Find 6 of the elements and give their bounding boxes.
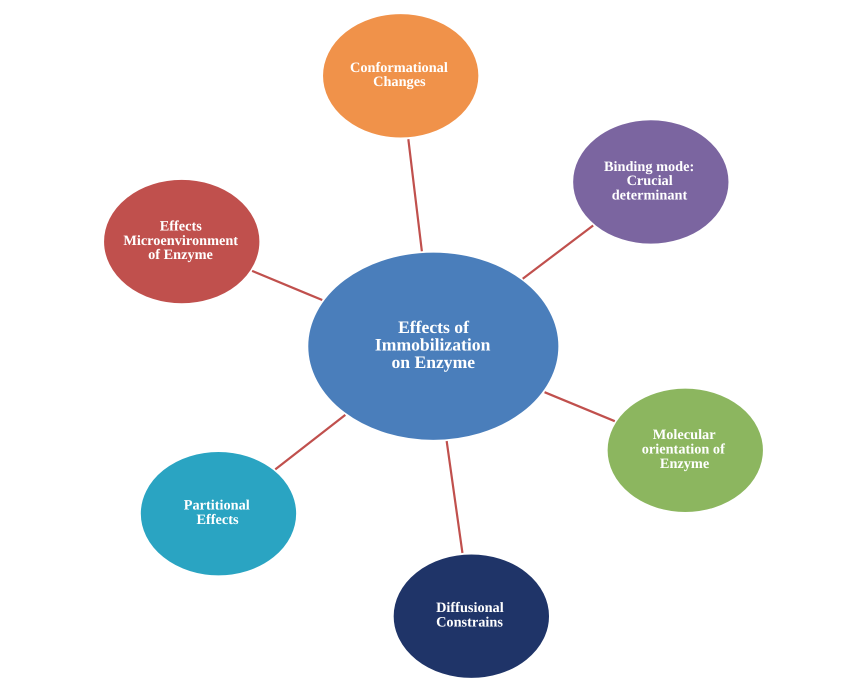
connector (445, 440, 464, 554)
connector (544, 391, 615, 422)
connector (522, 224, 594, 280)
connector (274, 414, 346, 470)
connector (406, 139, 422, 252)
connector (251, 270, 322, 302)
